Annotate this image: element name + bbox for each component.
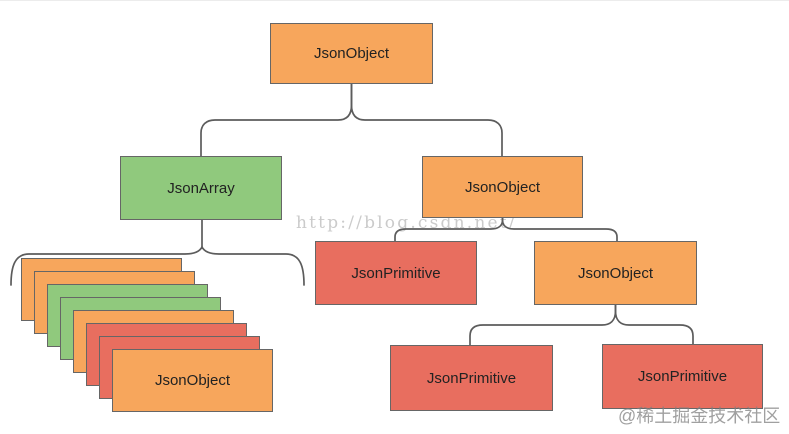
node-label: JsonObject — [313, 45, 390, 62]
node-label: JsonPrimitive — [426, 369, 517, 387]
edge-object3-to-primitive2 — [469, 304, 617, 346]
edge-root-to-array — [200, 83, 353, 157]
node-root-jsonobject: JsonObject — [270, 23, 433, 84]
node-label: JsonObject — [464, 178, 541, 196]
edge-root-to-object2 — [350, 83, 503, 157]
edge-object2-to-primitive1 — [394, 217, 504, 242]
watermark-juejin: @稀土掘金技术社区 — [618, 406, 781, 426]
node-jsonprimitive-2: JsonPrimitive — [390, 345, 553, 411]
edge-object2-to-object3 — [501, 217, 618, 242]
watermark-csdn-url: http://blog.csdn.net/ — [296, 213, 517, 233]
node-jsonprimitive-1: JsonPrimitive — [315, 241, 477, 305]
stack-card-orange: JsonObject — [112, 349, 273, 412]
node-label: JsonArray — [167, 179, 235, 197]
node-jsonobject-3: JsonObject — [534, 241, 697, 305]
stack-front-label: JsonObject — [154, 372, 231, 389]
edge-object3-to-primitive3 — [614, 304, 694, 345]
node-jsonprimitive-3: JsonPrimitive — [602, 344, 763, 409]
node-jsonarray: JsonArray — [120, 156, 282, 220]
node-label: JsonObject — [577, 264, 654, 282]
brace-array-to-stack — [10, 246, 305, 286]
node-label: JsonPrimitive — [637, 368, 728, 385]
node-jsonobject-2: JsonObject — [422, 156, 583, 218]
node-label: JsonPrimitive — [351, 264, 441, 282]
